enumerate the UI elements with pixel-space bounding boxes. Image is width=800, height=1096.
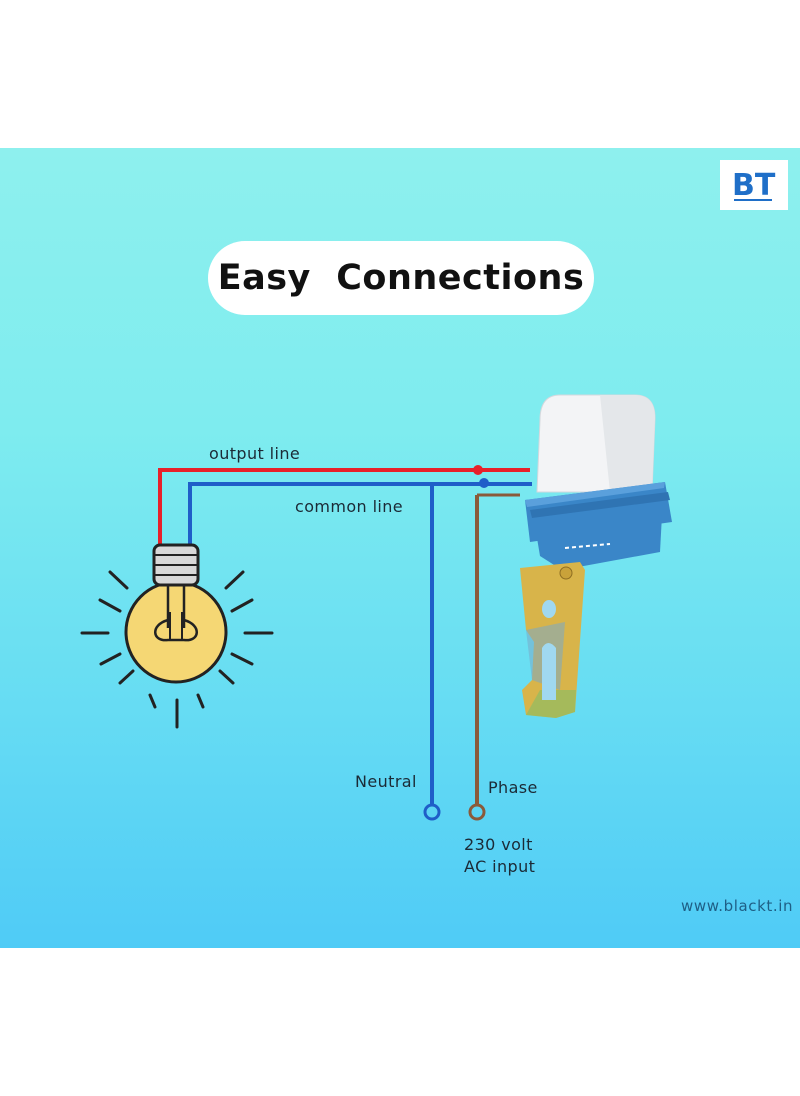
light-bulb-icon bbox=[80, 543, 274, 729]
title-pill: Easy Connections bbox=[208, 241, 594, 315]
output-junction bbox=[473, 465, 483, 475]
input-voltage-text: 230 volt bbox=[464, 835, 533, 854]
wires bbox=[158, 465, 532, 821]
neutral-label: Neutral bbox=[355, 772, 417, 791]
website-link[interactable]: www.blackt.in bbox=[681, 897, 794, 915]
phase-label: Phase bbox=[488, 778, 538, 797]
input-type-text: AC input bbox=[464, 857, 536, 876]
phase-terminal bbox=[468, 803, 486, 821]
common-line-label: common line bbox=[295, 497, 404, 516]
logo-text: BT bbox=[732, 168, 776, 203]
output-wire bbox=[158, 468, 530, 545]
output-line-label: output line bbox=[209, 444, 301, 463]
common-wire bbox=[188, 482, 532, 545]
neutral-terminal bbox=[423, 803, 441, 821]
photocell-sensor-switch bbox=[520, 394, 672, 718]
page-title: Easy Connections bbox=[217, 258, 585, 298]
brand-logo: BT bbox=[720, 160, 788, 210]
common-junction bbox=[479, 478, 489, 488]
input-label: 230 volt AC input bbox=[464, 834, 535, 878]
